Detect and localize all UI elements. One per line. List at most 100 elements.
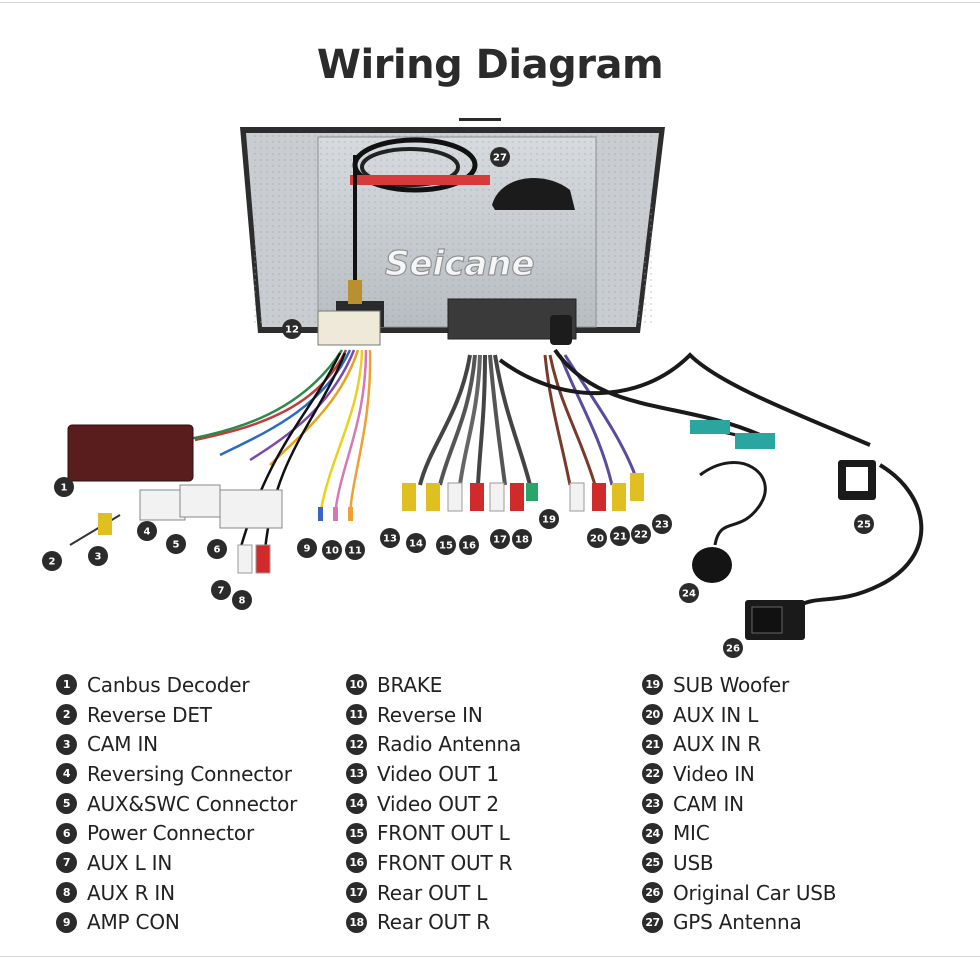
reversing-connector [139, 489, 186, 521]
usb-cables [498, 348, 924, 640]
callout-2: 2 [42, 551, 62, 571]
power-connector [219, 489, 283, 529]
callout-3: 3 [88, 546, 108, 566]
legend-label: CAM IN [673, 791, 744, 816]
legend-number-badge: 23 [642, 793, 663, 815]
legend-number-badge: 19 [642, 674, 663, 696]
title-underline [459, 118, 501, 121]
legend-item: 23 CAM IN [642, 789, 836, 819]
legend-number-badge: 17 [346, 882, 367, 904]
radio-antenna-plug [317, 310, 381, 346]
legend-number-badge: 3 [56, 733, 77, 755]
legend-number-badge: 9 [56, 911, 77, 933]
svg-text:18: 18 [515, 535, 529, 546]
middle-rca-harness [402, 354, 538, 512]
svg-text:17: 17 [493, 535, 507, 546]
svg-text:4: 4 [144, 527, 151, 538]
canbus-decoder-box [67, 424, 194, 482]
svg-text:5: 5 [173, 540, 180, 551]
svg-text:25: 25 [857, 520, 871, 531]
legend-number-badge: 27 [642, 911, 663, 933]
callout-5: 5 [166, 534, 186, 554]
svg-text:21: 21 [613, 532, 627, 543]
svg-text:24: 24 [682, 589, 696, 600]
bottom-rule [0, 956, 980, 957]
legend-label: Rear OUT R [377, 910, 490, 935]
legend-number-badge: 16 [346, 852, 367, 874]
legend-label: CAM IN [87, 732, 158, 757]
svg-text:2: 2 [49, 557, 56, 568]
legend-item: 7 AUX L IN [56, 848, 297, 878]
svg-text:10: 10 [325, 546, 339, 557]
legend-label: BRAKE [377, 672, 443, 697]
legend-label: MIC [673, 821, 710, 846]
callout-8: 8 [232, 590, 252, 610]
legend-label: Reverse DET [87, 702, 212, 727]
svg-text:20: 20 [590, 534, 604, 545]
legend-number-badge: 12 [346, 733, 367, 755]
svg-text:26: 26 [726, 644, 740, 655]
callout-11: 11 [345, 540, 365, 560]
svg-text:22: 22 [634, 530, 648, 541]
head-unit: Seicane [240, 127, 665, 345]
callout-7: 7 [211, 580, 231, 600]
legend-number-badge: 6 [56, 822, 77, 844]
legend-number-badge: 18 [346, 911, 367, 933]
callout-25: 25 [854, 514, 874, 534]
legend-label: Radio Antenna [377, 732, 522, 757]
legend-item: 2 Reverse DET [56, 700, 297, 730]
callout-17: 17 [490, 529, 510, 549]
legend-label: Video OUT 1 [377, 761, 499, 786]
legend-label: FRONT OUT L [377, 821, 510, 846]
legend-label: USB [673, 850, 714, 875]
legend-number-badge: 7 [56, 852, 77, 874]
callout-27: 27 [490, 147, 510, 167]
svg-text:14: 14 [409, 539, 423, 550]
aux-swc-connector [179, 484, 221, 518]
page-title: Wiring Diagram [316, 42, 664, 88]
callout-26: 26 [723, 638, 743, 658]
legend-label: Video OUT 2 [377, 791, 499, 816]
legend-label: Video IN [673, 761, 755, 786]
svg-text:15: 15 [439, 541, 453, 552]
callout-24: 24 [679, 583, 699, 603]
legend-label: AUX L IN [87, 850, 173, 875]
watermark: Seicane [385, 244, 535, 284]
svg-text:19: 19 [542, 515, 556, 526]
legend-number-badge: 11 [346, 704, 367, 726]
legend-label: FRONT OUT R [377, 850, 513, 875]
legend-label: Canbus Decoder [87, 672, 250, 697]
callout-1: 1 [54, 477, 74, 497]
legend-number-badge: 24 [642, 822, 663, 844]
callout-6: 6 [207, 539, 227, 559]
callout-4: 4 [137, 521, 157, 541]
legend-number-badge: 14 [346, 793, 367, 815]
legend-item: 14 Video OUT 2 [346, 789, 521, 819]
svg-text:7: 7 [218, 586, 225, 597]
legend-number-badge: 2 [56, 704, 77, 726]
legend-label: AMP CON [87, 910, 180, 935]
callout-20: 20 [587, 528, 607, 548]
legend-number-badge: 8 [56, 882, 77, 904]
mic [692, 461, 767, 583]
callout-9: 9 [297, 538, 317, 558]
callout-14: 14 [406, 533, 426, 553]
legend-label: Original Car USB [673, 880, 837, 905]
legend-label: Reverse IN [377, 702, 483, 727]
svg-text:6: 6 [214, 545, 221, 556]
legend-number-badge: 5 [56, 793, 77, 815]
